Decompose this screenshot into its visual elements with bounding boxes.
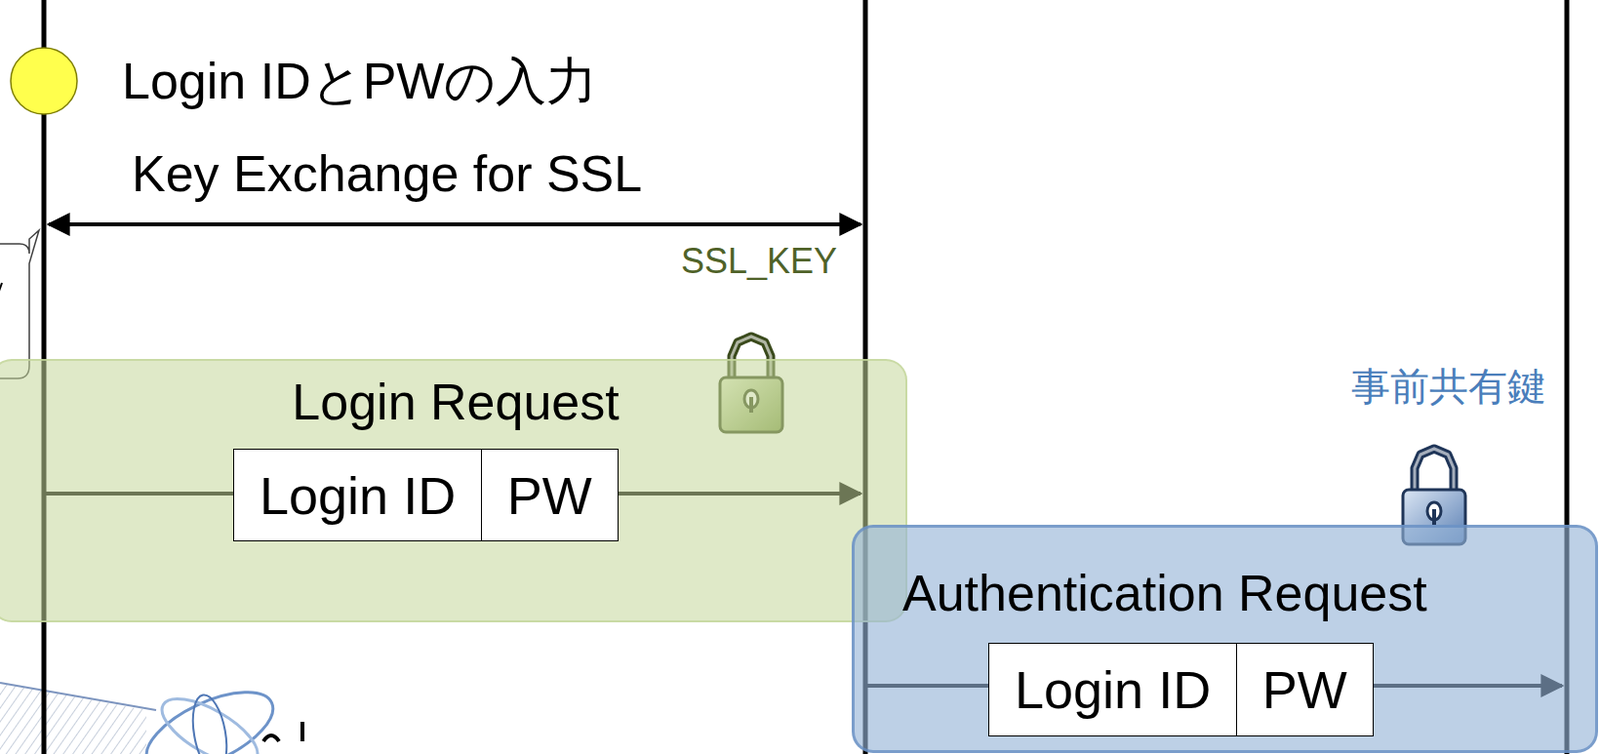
message-band: Login RequestLogin ID PW xyxy=(0,359,908,623)
key-name: 事前共有鍵 xyxy=(1351,366,1547,406)
message-band: Authentication RequestLogin ID PW xyxy=(851,524,1599,754)
exchange-name: Key Exchange for SSL xyxy=(131,148,642,200)
message-name: Login Request xyxy=(291,376,619,428)
message-field: PW xyxy=(480,448,619,542)
message-name: Authentication Request xyxy=(902,567,1428,619)
message-field: Login ID xyxy=(233,448,482,542)
field-name: Login ID xyxy=(259,469,456,522)
message-field: Login ID xyxy=(988,642,1238,737)
key-name: SSL_KEY xyxy=(680,243,838,280)
key-exchange-arrow xyxy=(48,222,861,227)
message-field: PW xyxy=(1236,642,1374,737)
field-name: Login ID xyxy=(1014,663,1211,717)
start-marker xyxy=(10,47,78,115)
field-name: PW xyxy=(507,469,593,522)
callout-text-fragment xyxy=(0,282,2,297)
step-note: Login IDとPWの入力 xyxy=(121,55,598,107)
field-name: PW xyxy=(1262,663,1348,717)
callout-bubble xyxy=(0,230,40,379)
